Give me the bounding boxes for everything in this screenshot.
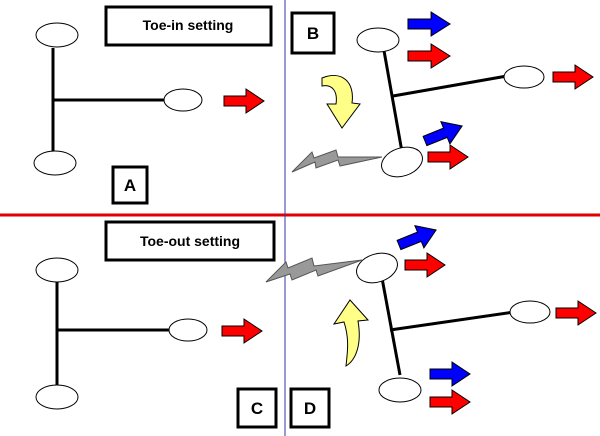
force-arrow-right [221,318,263,344]
panel-d-label: D [304,399,316,418]
force-arrow-right [223,88,265,114]
impact-spark-icon [265,257,363,283]
wheel-top [356,27,400,53]
panel-letter-d: D [289,387,331,429]
toe-in-label: Toe-in setting [143,17,234,33]
panel-c-label: C [251,399,263,418]
panel-letter-a: A [111,165,149,205]
axle-horizontal [389,310,515,332]
steer-arrow-bottom [420,114,468,153]
steer-arrow-top [394,218,442,257]
panel-letter-b: B [290,11,336,55]
steer-arrow-bottom [429,361,471,387]
panel-b-label: B [307,24,319,43]
panel-c [35,257,263,410]
wheel-right [509,300,551,324]
axle-diagonal [381,44,404,153]
panel-b [291,11,594,178]
toe-out-label: Toe-out setting [140,233,240,249]
force-arrow-right [555,300,597,326]
panel-a-label: A [124,176,136,195]
force-arrow-top [407,43,451,69]
wheel-right [163,88,203,112]
wheel-bottom [378,377,422,403]
wheel-top [356,252,398,284]
wheel-top [35,22,79,48]
panel-a [33,22,265,176]
wheel-bottom [33,150,77,176]
wheel-right [503,65,545,89]
rotation-arrow-icon [321,75,361,129]
wheel-bottom [35,384,79,410]
wheel-top [35,257,79,283]
panel-d [265,218,597,415]
panel-letter-c: C [236,387,278,429]
steer-arrow-top [407,11,451,37]
axle-diagonal [380,277,402,376]
axle-horizontal [392,74,508,98]
force-arrow-bottom [427,144,469,170]
force-arrow-bottom [429,389,471,415]
rotation-arrow-icon [332,299,370,367]
wheel-bottom [381,146,423,178]
impact-spark-icon [291,149,383,173]
force-arrow-right [552,64,594,90]
wheel-right [168,318,208,342]
toe-in-label-box: Toe-in setting [104,5,273,47]
toe-out-label-box: Toe-out setting [104,220,276,262]
force-arrow-top [404,252,446,278]
